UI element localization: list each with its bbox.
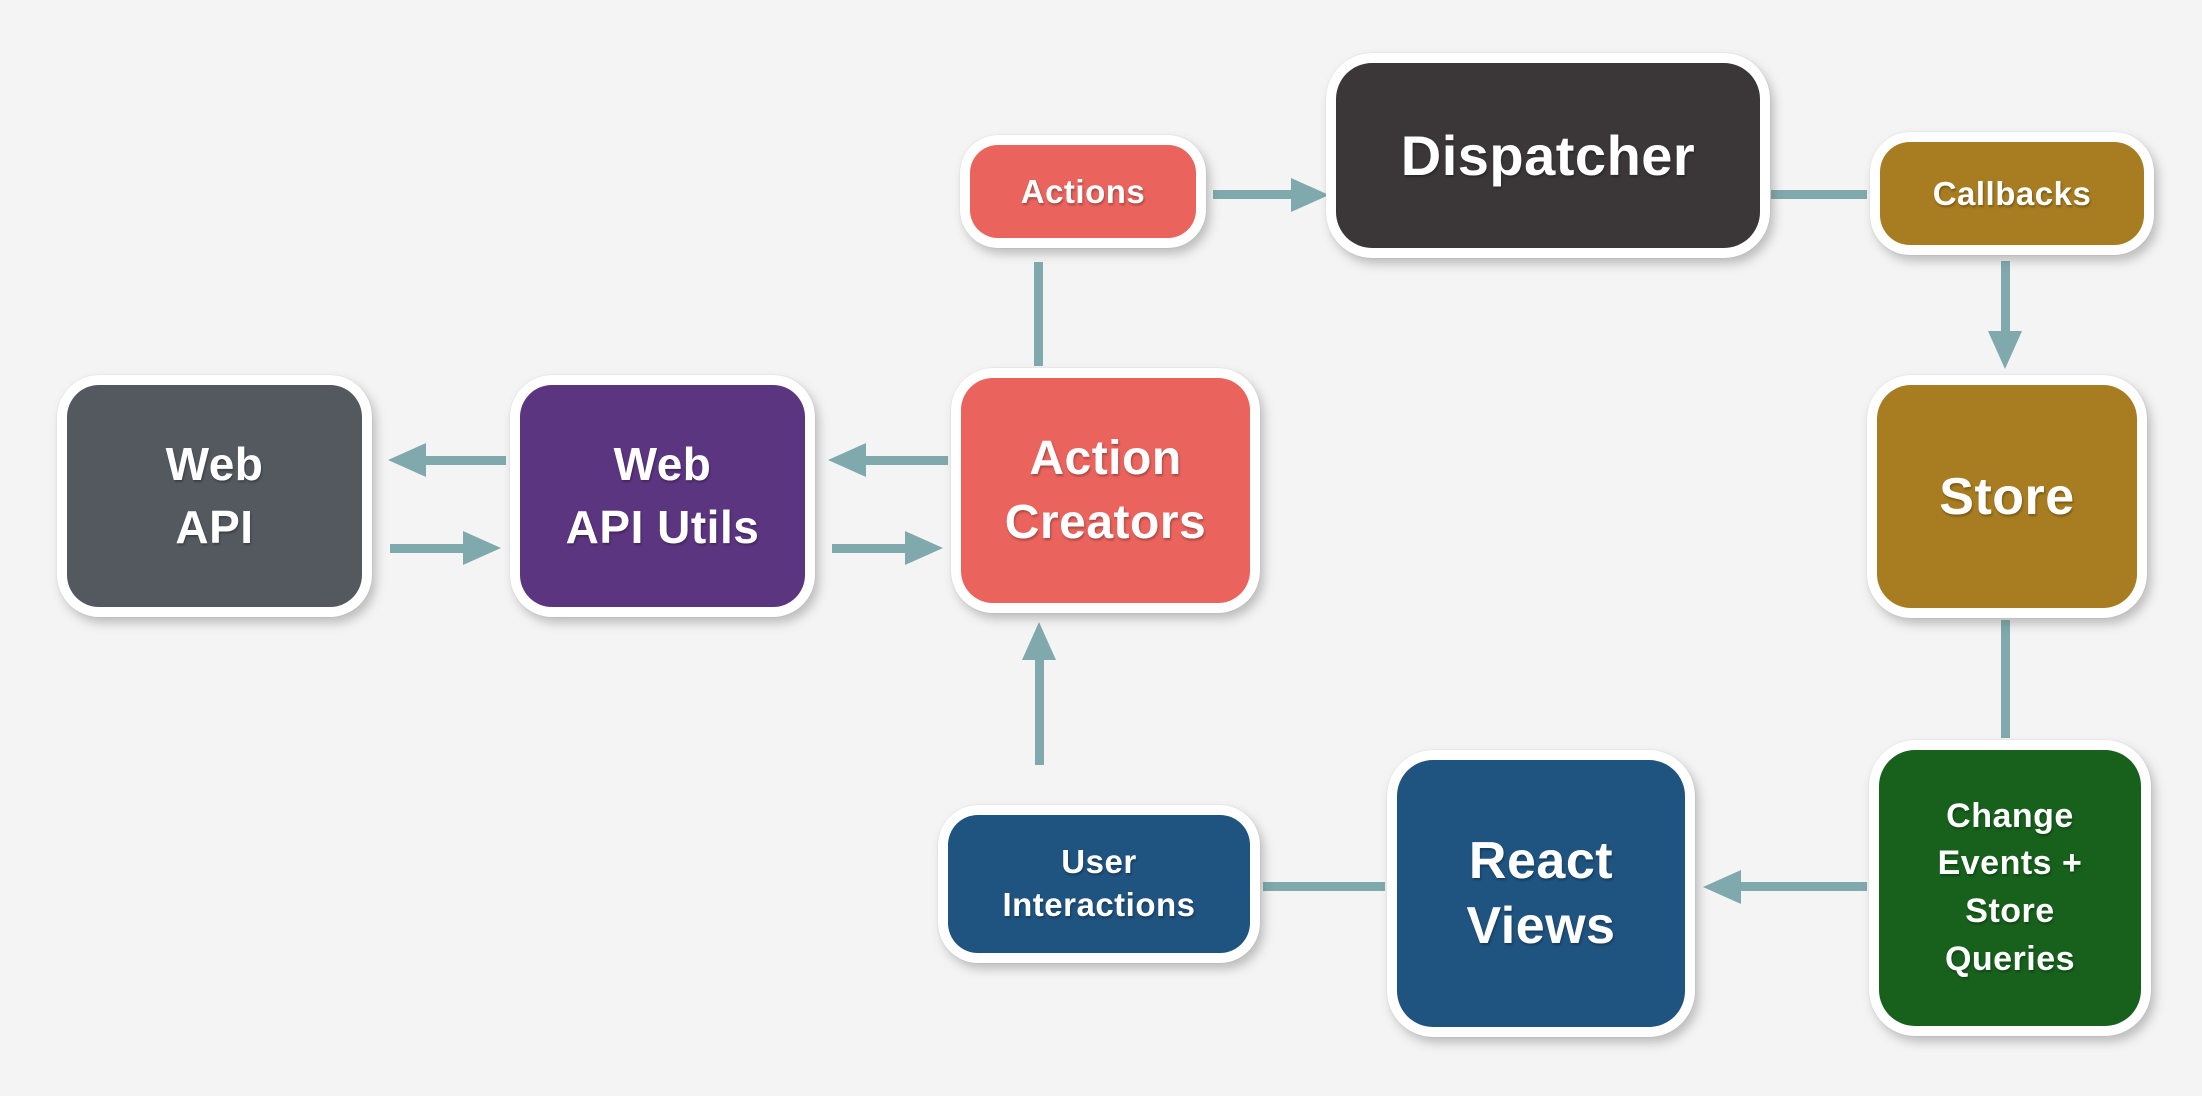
edge-actions-to-dispatcher-arrowhead bbox=[1291, 178, 1329, 212]
node-user-interactions-fill: User Interactions bbox=[948, 815, 1250, 953]
node-react-views-fill: React Views bbox=[1397, 760, 1685, 1027]
node-change-events-store-queries-fill: Change Events + Store Queries bbox=[1879, 750, 2141, 1026]
node-change-events-label-line4: Queries bbox=[1944, 939, 2076, 978]
node-callbacks-label: Callbacks bbox=[1932, 174, 2092, 212]
node-web-api-label-line1: Web bbox=[165, 437, 264, 490]
node-react-views-label-line1: React bbox=[1468, 831, 1614, 890]
node-store: Store bbox=[1867, 375, 2147, 618]
edge-change-events-to-react-views-arrowhead bbox=[1703, 870, 1741, 904]
node-web-api-utils-fill: Web API Utils bbox=[520, 385, 805, 607]
node-web-api: Web API bbox=[57, 375, 372, 617]
node-action-creators: Action Creators bbox=[951, 368, 1260, 613]
edge-web-api-utils-to-action-creators-arrowhead bbox=[905, 531, 943, 565]
node-user-interactions-label-line2: Interactions bbox=[1002, 886, 1196, 923]
node-change-events-store-queries: Change Events + Store Queries bbox=[1869, 740, 2151, 1036]
node-user-interactions: User Interactions bbox=[938, 805, 1260, 963]
node-action-creators-label-line2: Creators bbox=[1004, 495, 1207, 549]
node-web-api-utils-label-line1: Web bbox=[613, 437, 712, 490]
edge-action-creators-to-web-api-utils-line bbox=[866, 456, 948, 465]
edge-dispatcher-to-callbacks-line bbox=[1771, 190, 1867, 199]
edge-actions-to-dispatcher-line bbox=[1213, 190, 1291, 199]
node-actions-fill: Actions bbox=[970, 145, 1196, 238]
edge-callbacks-to-store-line bbox=[2001, 261, 2010, 331]
node-store-label: Store bbox=[1939, 467, 2075, 526]
edge-web-api-to-web-api-utils-line bbox=[390, 544, 463, 553]
node-web-api-fill: Web API bbox=[67, 385, 362, 607]
edge-action-creators-to-actions-line bbox=[1034, 262, 1043, 366]
node-dispatcher-fill: Dispatcher bbox=[1336, 63, 1760, 248]
edge-react-views-to-user-interactions-line bbox=[1263, 882, 1385, 891]
edge-user-interactions-to-action-creators-arrowhead bbox=[1022, 622, 1056, 660]
node-actions-label: Actions bbox=[1020, 172, 1146, 210]
node-change-events-label-line3: Store bbox=[1965, 892, 2055, 930]
node-user-interactions-label-line1: User bbox=[1061, 843, 1137, 881]
edge-store-to-change-events-line bbox=[2001, 620, 2010, 738]
edge-web-api-to-web-api-utils-arrowhead bbox=[463, 531, 501, 565]
node-store-fill: Store bbox=[1877, 385, 2137, 608]
edge-web-api-utils-to-web-api-arrowhead bbox=[388, 443, 426, 477]
edge-web-api-utils-to-action-creators-line bbox=[832, 544, 905, 553]
node-react-views-label-line2: Views bbox=[1466, 896, 1616, 955]
node-actions: Actions bbox=[960, 135, 1206, 248]
node-action-creators-fill: Action Creators bbox=[961, 378, 1250, 603]
node-change-events-label-line2: Events + bbox=[1937, 844, 2083, 883]
edge-web-api-utils-to-web-api-line bbox=[426, 456, 506, 465]
node-dispatcher-label: Dispatcher bbox=[1400, 124, 1696, 187]
node-web-api-utils: Web API Utils bbox=[510, 375, 815, 617]
edge-user-interactions-to-action-creators-line bbox=[1035, 660, 1044, 765]
node-web-api-utils-label-line2: API Utils bbox=[565, 501, 760, 553]
node-action-creators-label-line1: Action bbox=[1029, 432, 1182, 486]
edge-action-creators-to-web-api-utils-arrowhead bbox=[828, 443, 866, 477]
node-web-api-label-line2: API bbox=[175, 501, 254, 553]
edge-callbacks-to-store-arrowhead bbox=[1988, 331, 2022, 369]
edge-change-events-to-react-views-line bbox=[1741, 882, 1867, 891]
node-callbacks: Callbacks bbox=[1870, 132, 2154, 255]
node-change-events-label-line1: Change bbox=[1946, 796, 2074, 835]
node-callbacks-fill: Callbacks bbox=[1880, 142, 2144, 245]
node-dispatcher: Dispatcher bbox=[1326, 53, 1770, 258]
node-react-views: React Views bbox=[1387, 750, 1695, 1037]
